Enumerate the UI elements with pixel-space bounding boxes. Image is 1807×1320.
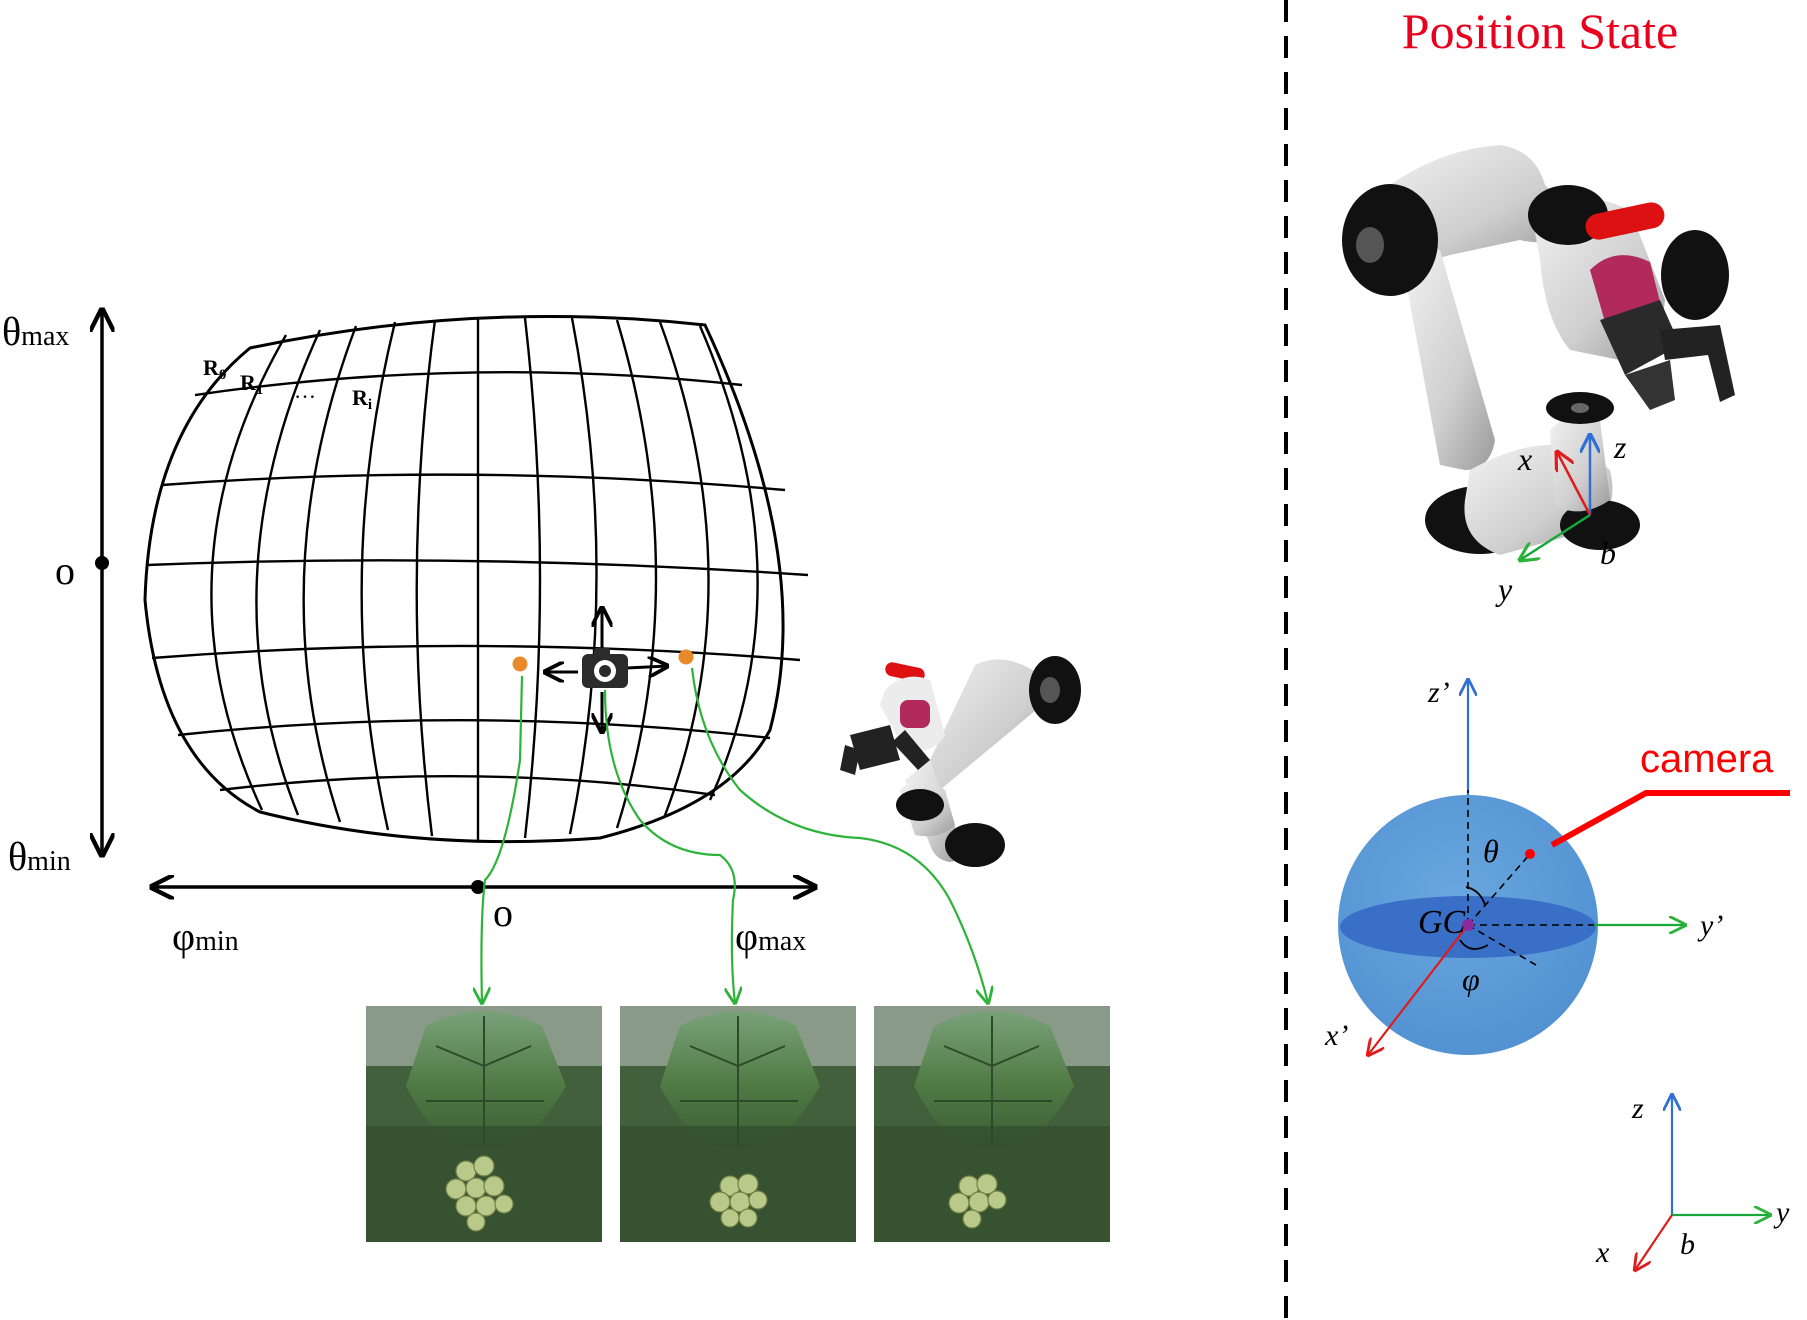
position-state-title: Position State bbox=[1402, 3, 1678, 59]
robot-y-axis bbox=[1520, 513, 1591, 560]
phi-angle-label: φ bbox=[1462, 961, 1480, 997]
photo-strip bbox=[366, 1006, 1110, 1242]
region-label-ri: Ri bbox=[352, 385, 372, 413]
x-prime-label: x’ bbox=[1324, 1019, 1348, 1052]
y-prime-label: y’ bbox=[1697, 909, 1723, 942]
gc-center-dot bbox=[1462, 919, 1474, 931]
robot-base-axes: x z y b bbox=[1495, 429, 1627, 607]
robot-y-label: y bbox=[1495, 571, 1513, 607]
camera-icon bbox=[582, 648, 628, 688]
robot-arm-large bbox=[1342, 145, 1735, 555]
theta-axis: θmax o θmin bbox=[2, 309, 109, 879]
theta-origin-dot bbox=[95, 556, 109, 570]
viewpoint-dot-left bbox=[512, 656, 528, 672]
base-x-axis bbox=[1635, 1214, 1673, 1270]
theta-origin-label: o bbox=[55, 548, 75, 593]
base-b-label: b bbox=[1680, 1228, 1695, 1261]
camera-sphere: camera GC θ φ z’ y’ x’ bbox=[1324, 676, 1790, 1055]
region-label-r0: R0 bbox=[203, 355, 226, 383]
phi-origin-dot bbox=[471, 880, 485, 894]
right-panel: Position State x bbox=[1324, 3, 1790, 1270]
robot-z-label: z bbox=[1613, 429, 1627, 465]
phi-axis: o φmin φmax bbox=[152, 880, 815, 959]
camera-callout-line bbox=[1550, 790, 1790, 848]
camera-point bbox=[1525, 849, 1535, 859]
x-prime-axis bbox=[1368, 924, 1469, 1055]
region-labels: R0 R1 … Ri bbox=[203, 355, 372, 413]
theta-max-label: θmax bbox=[2, 309, 69, 354]
region-label-r1: R1 bbox=[240, 370, 263, 398]
grape-photo-2 bbox=[620, 1006, 856, 1242]
grape-photo-3 bbox=[874, 1006, 1110, 1242]
theta-angle-label: θ bbox=[1483, 833, 1499, 869]
phi-max-label: φmax bbox=[735, 914, 806, 959]
viewpoint-to-image-paths bbox=[481, 667, 988, 1003]
grape-photo-1 bbox=[366, 1006, 602, 1242]
theta-min-label: θmin bbox=[8, 834, 71, 879]
camera-move-control bbox=[545, 608, 667, 732]
robot-x-axis bbox=[1557, 452, 1592, 516]
robot-x-label: x bbox=[1517, 441, 1532, 477]
robot-b-label: b bbox=[1600, 535, 1616, 571]
z-prime-label: z’ bbox=[1427, 676, 1450, 709]
gc-label: GC bbox=[1418, 904, 1466, 941]
viewpoint-mesh bbox=[143, 314, 809, 844]
camera-label: camera bbox=[1640, 737, 1774, 781]
base-x-label: x bbox=[1595, 1236, 1610, 1269]
robot-arm-small bbox=[840, 656, 1081, 867]
base-y-label: y bbox=[1773, 1196, 1790, 1229]
left-panel: θmax o θmin o φmin φmax bbox=[2, 309, 1110, 1242]
phi-min-label: φmin bbox=[172, 914, 239, 959]
viewpoint-dot-right bbox=[678, 649, 694, 665]
region-label-ellipsis: … bbox=[294, 378, 316, 403]
phi-origin-label: o bbox=[493, 890, 513, 935]
base-frame-axes: z y x b bbox=[1595, 1092, 1790, 1270]
base-z-label: z bbox=[1631, 1092, 1644, 1125]
